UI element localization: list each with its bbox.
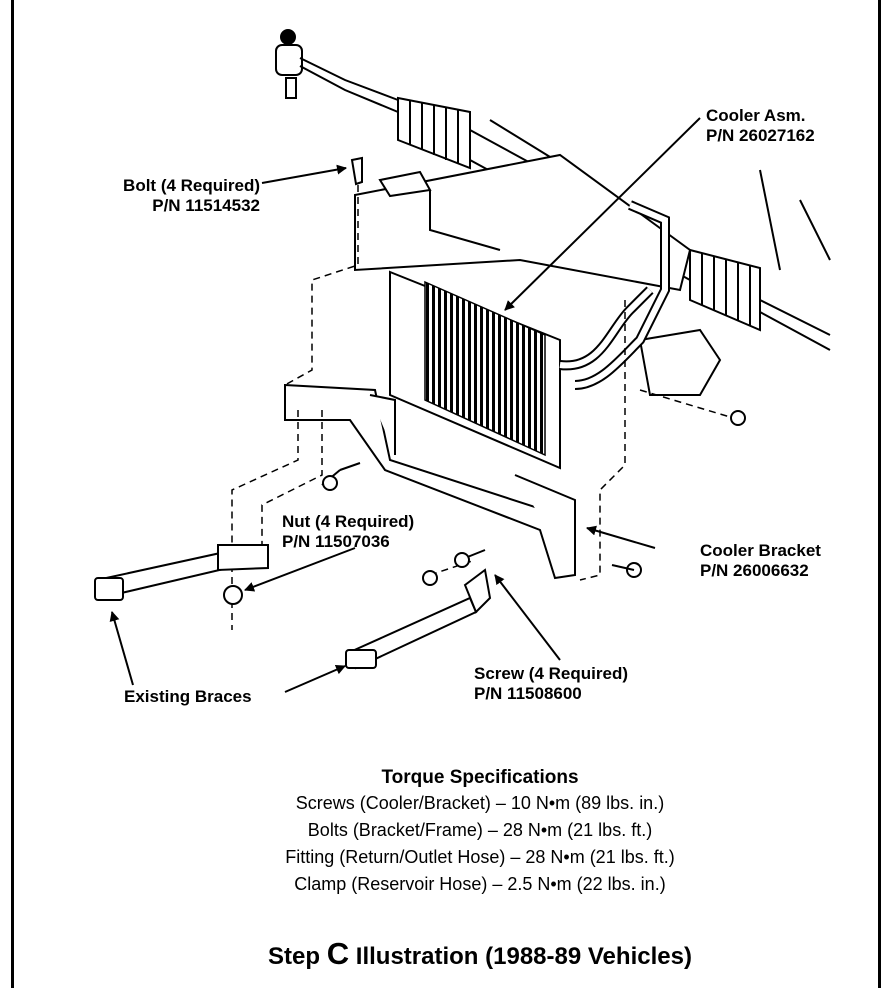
torque-heading: Torque Specifications — [381, 767, 579, 788]
alignment-lines — [231, 185, 741, 630]
cooler-asm-label: Cooler Asm. P/N 26027162 — [706, 106, 815, 146]
steering-rack — [275, 29, 831, 396]
cooler-assembly — [389, 200, 670, 470]
existing-braces-label: Existing Braces — [124, 687, 252, 706]
screw-label: Screw (4 Required) P/N 11508600 — [474, 664, 628, 704]
bolt-label: Bolt (4 Required) P/N 11514532 — [60, 176, 260, 216]
page-frame — [11, 0, 881, 988]
bolt-name: Bolt (4 Required) — [123, 176, 260, 195]
torque-line-bolts: Bolts (Bracket/Frame) – 28 N•m (21 lbs. … — [307, 820, 653, 840]
cooler-bracket-name: Cooler Bracket — [700, 541, 821, 560]
torque-line-fitting: Fitting (Return/Outlet Hose) – 28 N•m (2… — [285, 847, 675, 867]
cooler-asm-name: Cooler Asm. — [706, 106, 806, 125]
illustration-caption: Step C Illustration (1988-89 Vehicles) — [160, 936, 800, 975]
nut-label: Nut (4 Required) P/N 11507036 — [282, 512, 414, 552]
existing-braces — [94, 544, 492, 670]
torque-line-screws: Screws (Cooler/Bracket) – 10 N•m (89 lbs… — [295, 793, 665, 813]
screw-name: Screw (4 Required) — [474, 664, 628, 683]
leader-arrows — [109, 117, 701, 693]
cooler-bracket-label: Cooler Bracket P/N 26006632 — [700, 541, 821, 581]
caption-step-letter: C — [326, 936, 350, 971]
caption-text: Illustration (1988-89 Vehicles) — [355, 943, 692, 970]
nut-part-number: P/N 11507036 — [282, 532, 390, 551]
cooler-bracket — [284, 383, 576, 580]
cooler-bracket-part-number: P/N 26006632 — [700, 561, 809, 580]
screw-part-number: P/N 11508600 — [474, 684, 582, 703]
torque-line-clamp: Clamp (Reservoir Hose) – 2.5 N•m (22 lbs… — [294, 874, 666, 894]
cooler-asm-part-number: P/N 26027162 — [706, 126, 815, 145]
caption-prefix: Step — [268, 943, 321, 970]
nut-name: Nut (4 Required) — [282, 512, 415, 531]
fasteners — [321, 156, 746, 586]
torque-specifications: Torque Specifications Screws (Cooler/Bra… — [160, 766, 800, 898]
bolt-part-number: P/N 11514532 — [152, 196, 260, 215]
